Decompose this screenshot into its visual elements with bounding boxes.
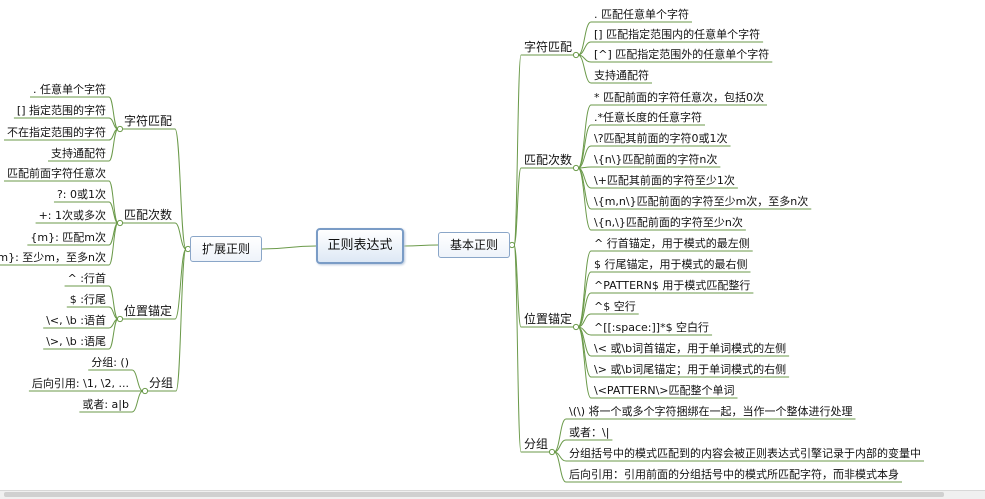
right-leaf[interactable]: \+匹配其前面的字符至少1次 [594, 174, 735, 187]
link-group-leaf [553, 451, 567, 483]
left-leaf[interactable]: 支持通配符 [51, 147, 106, 160]
link-basic-group [513, 244, 522, 453]
link-basic-group [513, 54, 522, 246]
link-extended-group [174, 128, 187, 250]
collapse-toggle-icon[interactable] [548, 448, 556, 456]
right-group-char-match[interactable]: 字符匹配 [524, 40, 573, 54]
right-leaf[interactable]: \{n,\}匹配前面的字符至少n次 [594, 216, 743, 229]
link-group-leaf [108, 318, 119, 350]
left-leaf[interactable]: 后向引用: \1, \2, ... [31, 377, 129, 390]
left-leaf[interactable]: 不在指定范围的字符 [7, 126, 106, 139]
link-group-leaf [108, 222, 119, 266]
right-group-anchor[interactable]: 位置锚定 [524, 312, 573, 326]
right-leaf[interactable]: $ 行尾锚定，用于模式的最右侧 [594, 258, 748, 271]
node-basic-regex[interactable]: 基本正则 [438, 232, 510, 258]
left-leaf[interactable]: 或者: a|b [82, 398, 129, 411]
link-group-leaf [577, 167, 592, 231]
link-group-leaf [108, 306, 119, 320]
left-leaf[interactable]: ?: 0或1次 [56, 188, 106, 201]
collapse-toggle-icon[interactable] [116, 125, 124, 133]
link-basic-group [513, 244, 522, 328]
link-extended-group [174, 222, 187, 250]
link-group-leaf [577, 313, 592, 328]
link-root-extended [261, 245, 317, 250]
right-leaf[interactable]: ^[[:space:]]*$ 空白行 [594, 321, 710, 334]
collapse-toggle-icon[interactable] [572, 164, 580, 172]
link-group-leaf [577, 145, 592, 169]
right-leaf[interactable]: \> 或\b词尾锚定；用于单词模式的右侧 [594, 363, 787, 376]
right-leaf[interactable]: * 匹配前面的字符任意次，包括0次 [594, 91, 764, 104]
right-leaf[interactable]: \{m,n\}匹配前面的字符至少m次，至多n次 [594, 195, 809, 208]
right-leaf[interactable]: \(\) 将一个或多个字符捆绑在一起，当作一个整体进行处理 [569, 405, 853, 418]
left-group-grouping[interactable]: 分组 [149, 376, 174, 390]
left-leaf[interactable]: m}: 至少m，至多n次 [0, 251, 106, 264]
link-extended-group [175, 248, 187, 392]
left-group-char-match[interactable]: 字符匹配 [124, 114, 173, 128]
right-leaf[interactable]: \< 或\b词首锚定，用于单词模式的左侧 [594, 342, 787, 355]
left-leaf[interactable]: . 任意单个字符 [33, 83, 106, 96]
scrollbar-thumb[interactable] [4, 492, 944, 497]
link-group-leaf [108, 180, 119, 224]
right-leaf[interactable]: 支持通配符 [594, 69, 649, 82]
left-group-repeat[interactable]: 匹配次数 [124, 208, 173, 222]
left-leaf[interactable]: {m}: 匹配m次 [30, 231, 106, 244]
link-group-leaf [108, 117, 119, 130]
node-extended-regex[interactable]: 扩展正则 [190, 236, 262, 262]
left-group-anchor[interactable]: 位置锚定 [124, 304, 173, 318]
right-group-repeat[interactable]: 匹配次数 [524, 153, 573, 167]
right-leaf[interactable]: 分组括号中的模式匹配到的内容会被正则表达式引擎记录于内部的变量中 [569, 447, 921, 460]
link-group-leaf [577, 41, 592, 56]
right-leaf[interactable]: \{n\}匹配前面的字符n次 [594, 153, 718, 166]
right-leaf[interactable]: ^$ 空行 [594, 300, 636, 313]
link-group-leaf [108, 201, 119, 224]
link-group-leaf [577, 292, 592, 328]
collapse-toggle-icon[interactable] [572, 51, 580, 59]
link-group-leaf [577, 21, 592, 56]
left-leaf[interactable]: ^ :行首 [67, 272, 106, 285]
collapse-toggle-icon[interactable] [141, 387, 149, 395]
link-group-leaf [577, 124, 592, 169]
right-leaf[interactable]: 后向引用：引用前面的分组括号中的模式所匹配字符，而非模式本身 [569, 468, 899, 481]
right-group-grouping[interactable]: 分组 [524, 437, 549, 451]
link-group-leaf [553, 418, 567, 453]
collapse-toggle-icon[interactable] [116, 219, 124, 227]
left-leaf[interactable]: 分组: () [91, 356, 129, 369]
right-leaf[interactable]: ^ 行首锚定，用于模式的最左侧 [594, 237, 750, 250]
left-leaf[interactable]: \<, \b :语首 [46, 314, 106, 327]
right-leaf[interactable]: .*任意长度的任意字符 [594, 111, 702, 124]
horizontal-scrollbar[interactable] [0, 490, 985, 499]
link-group-leaf [131, 369, 144, 392]
right-leaf[interactable]: . 匹配任意单个字符 [594, 8, 689, 21]
link-extended-group [174, 248, 187, 320]
collapse-toggle-icon[interactable] [116, 315, 124, 323]
right-leaf[interactable]: 或者：\| [569, 426, 610, 439]
link-group-leaf [108, 96, 119, 130]
right-leaf[interactable]: \<PATTERN\>匹配整个单词 [594, 384, 735, 397]
left-leaf[interactable]: \>, \b :语尾 [46, 335, 106, 348]
left-leaf[interactable]: [] 指定范围的字符 [16, 104, 106, 117]
collapse-toggle-icon[interactable] [572, 323, 580, 331]
link-group-leaf [577, 271, 592, 328]
link-group-leaf [577, 250, 592, 328]
link-group-leaf [577, 54, 592, 84]
left-leaf[interactable]: +: 1次或多次 [38, 209, 106, 222]
right-leaf[interactable]: [^] 匹配指定范围外的任意单个字符 [594, 48, 770, 61]
link-group-leaf [108, 285, 119, 320]
collapse-toggle-icon[interactable] [508, 241, 516, 249]
link-basic-group [513, 167, 522, 246]
link-root-basic [403, 244, 439, 247]
right-leaf[interactable]: [] 匹配指定范围内的任意单个字符 [594, 28, 761, 41]
left-leaf[interactable]: $ :行尾 [69, 293, 106, 306]
link-group-leaf [577, 326, 592, 399]
root-node[interactable]: 正则表达式 [316, 228, 404, 264]
right-leaf[interactable]: \?匹配其前面的字符0或1次 [594, 132, 728, 145]
link-group-leaf [108, 128, 119, 162]
left-leaf[interactable]: 匹配前面字符任意次 [7, 167, 106, 180]
right-leaf[interactable]: ^PATTERN$ 用于模式匹配整行 [594, 279, 751, 292]
link-group-leaf [131, 390, 144, 413]
link-group-leaf [553, 439, 567, 453]
